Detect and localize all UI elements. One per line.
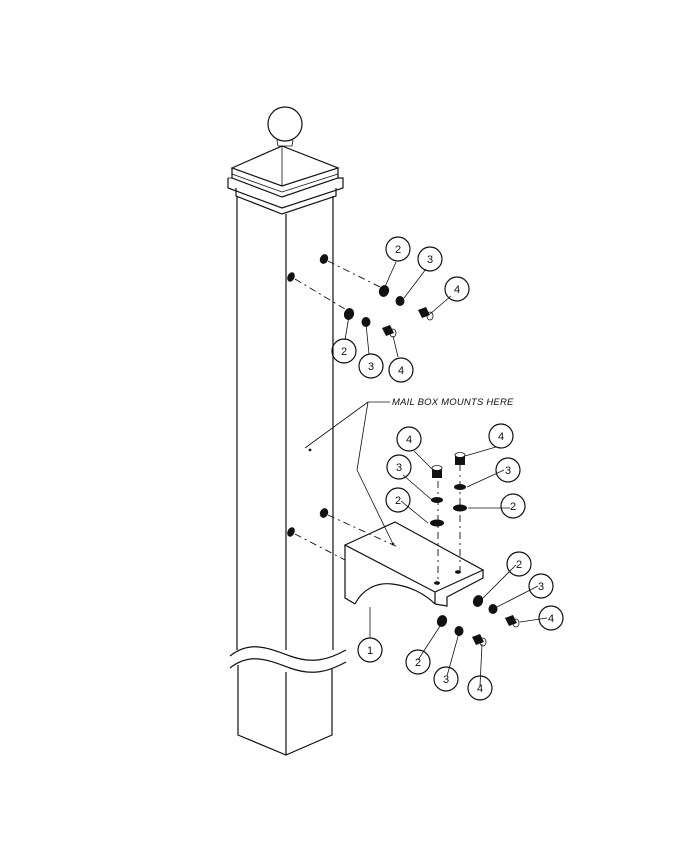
post-hole [319, 508, 329, 518]
hardware-upper-left [343, 308, 397, 338]
callout-label: 3 [538, 581, 544, 593]
callout-balloon: 3 [433, 666, 459, 692]
callout-balloon: 4 [488, 423, 514, 449]
callout-balloon: 2 [331, 338, 357, 364]
ball-finial [267, 106, 303, 142]
callout-label: 4 [498, 431, 504, 443]
callout-balloon: 1 [357, 637, 383, 663]
leader-lines [344, 261, 548, 687]
post-hole [287, 527, 295, 537]
hardware-vertical-right [453, 452, 467, 512]
post-hole [287, 272, 295, 282]
callout-balloon: 4 [388, 357, 414, 383]
callout-label: 2 [510, 501, 516, 513]
callout-label: 3 [505, 465, 511, 477]
callout-balloon: 3 [386, 454, 412, 480]
callout-label: 4 [477, 683, 483, 695]
mounting-bracket [343, 521, 485, 607]
callout-label: 3 [396, 462, 402, 474]
callouts: 2 3 4 2 3 4 4 3 2 4 3 2 2 3 4 1 2 3 4 [331, 236, 564, 701]
hardware-lower-left [436, 615, 487, 647]
callout-balloon: 4 [538, 605, 564, 631]
post [227, 106, 347, 756]
hardware-lower-right [472, 595, 520, 628]
callout-label: 2 [415, 657, 421, 669]
callout-balloon: 3 [417, 246, 443, 272]
mailbox-note: MAIL BOX MOUNTS HERE [304, 397, 514, 545]
callout-balloon: 3 [358, 353, 384, 379]
callout-balloon: 2 [500, 493, 526, 519]
hardware-vertical-left [430, 465, 444, 527]
callout-label: 4 [406, 434, 412, 446]
callout-label: 2 [395, 244, 401, 256]
callout-balloon: 2 [385, 487, 411, 513]
callout-balloon: 2 [506, 551, 532, 577]
callout-label: 4 [548, 613, 554, 625]
hardware-upper-right [378, 285, 434, 321]
post-hole [319, 254, 329, 264]
callout-label: 1 [367, 645, 373, 657]
callout-balloon: 3 [528, 573, 554, 599]
callout-label: 2 [516, 559, 522, 571]
callout-balloon: 2 [405, 649, 431, 675]
break-line [229, 646, 347, 661]
callout-balloon: 4 [467, 675, 493, 701]
callout-label: 4 [454, 284, 460, 296]
callout-label: 3 [427, 254, 433, 266]
callout-label: 3 [368, 361, 374, 373]
callout-label: 2 [341, 346, 347, 358]
callout-balloon: 4 [396, 426, 422, 452]
callout-balloon: 4 [444, 276, 470, 302]
note-text: MAIL BOX MOUNTS HERE [392, 397, 514, 408]
callout-balloon: 2 [385, 236, 411, 262]
callout-label: 3 [443, 674, 449, 686]
callout-label: 2 [395, 495, 401, 507]
callout-label: 4 [398, 365, 404, 377]
callout-balloon: 3 [495, 457, 521, 483]
